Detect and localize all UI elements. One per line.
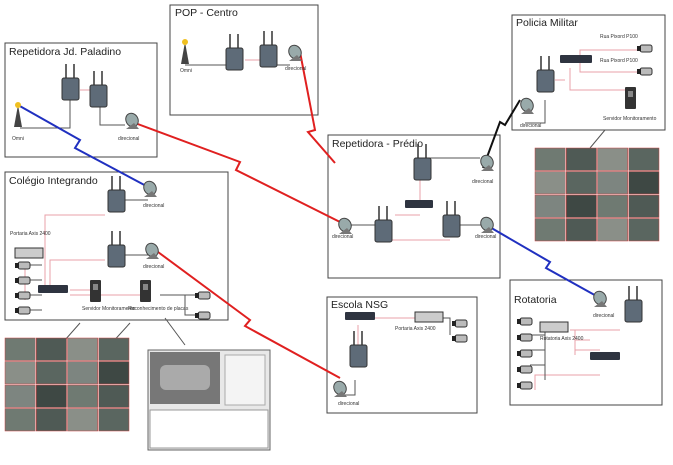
label-directional: direcional — [520, 123, 541, 129]
access-point-icon — [413, 144, 432, 181]
camera-icon — [15, 276, 31, 285]
video-server-icon — [414, 311, 444, 323]
directional-antenna-icon — [145, 242, 159, 259]
camera-icon — [517, 317, 533, 326]
directional-antenna-icon — [520, 97, 534, 114]
access-point-icon — [89, 71, 108, 108]
label-directional: direcional — [143, 264, 164, 270]
site-title: Escola NSG — [331, 299, 388, 311]
link-policia-predio — [482, 99, 521, 169]
switch-icon — [590, 352, 620, 360]
access-point-icon — [536, 56, 555, 93]
label-directional: direcional — [332, 234, 353, 240]
wireless-links — [17, 51, 601, 379]
site-title: Policia Militar — [516, 17, 578, 29]
site-rotatoria: Rotatoria — [509, 279, 663, 406]
switch-icon — [38, 285, 68, 293]
camera-icon — [452, 319, 468, 328]
label-server: Servidor Monitoramento — [82, 306, 136, 312]
site-title: POP - Centro — [175, 7, 238, 19]
link-paladino-colegio — [17, 104, 151, 189]
label-camera: Rua Pixord P100 — [600, 34, 638, 40]
directional-antenna-icon — [480, 154, 494, 171]
devices — [14, 31, 653, 397]
label-omni: Omni — [12, 136, 24, 142]
directional-antenna-icon — [288, 44, 302, 61]
access-point-icon — [107, 176, 126, 213]
camera-icon — [517, 333, 533, 342]
switch-icon — [560, 55, 592, 63]
camera-icon — [637, 44, 653, 53]
directional-antenna-icon — [593, 290, 607, 307]
monitoring-screenshots — [4, 147, 660, 451]
label-directional: direcional — [475, 234, 496, 240]
camera-icon — [15, 261, 31, 270]
label-lpr: Reconhecimento de placas — [128, 306, 189, 312]
internal-wiring — [20, 49, 640, 396]
server-icon — [90, 280, 101, 302]
site-repetidora-paladino: Repetidora Jd. Paladino — [4, 42, 158, 158]
access-point-icon — [374, 206, 393, 243]
label-directional: direcional — [593, 313, 614, 319]
pointer-lines — [64, 129, 606, 346]
label-directional: direcional — [285, 66, 306, 72]
label-omni: Omni — [180, 68, 192, 74]
video-server-icon — [14, 247, 44, 259]
directional-antenna-icon — [338, 217, 352, 234]
site-title: Rotatoria — [514, 294, 557, 306]
label-camera: Rua Pixord P100 — [600, 58, 638, 64]
label-server: Servidor Monitoramento — [603, 116, 657, 122]
camera-icon — [15, 306, 31, 315]
camera-icon — [517, 349, 533, 358]
access-point-icon — [442, 201, 461, 238]
directional-antenna-icon — [125, 112, 139, 129]
policia-monitor-screenshot — [534, 147, 660, 242]
omni-antenna-icon — [181, 39, 189, 64]
access-point-icon — [624, 286, 643, 323]
access-point-icon — [225, 34, 244, 71]
label-directional: direcional — [472, 179, 493, 185]
video-server-icon — [539, 321, 569, 333]
link-pop-predio — [299, 51, 336, 164]
camera-icon — [195, 291, 211, 300]
link-predio-rotatoria — [487, 225, 601, 299]
link-paladino-predio — [134, 122, 341, 223]
label-dvr: Portaria Axis 2400 — [395, 326, 436, 332]
camera-icon — [452, 334, 468, 343]
directional-antenna-icon — [143, 180, 157, 197]
site-title: Repetidora Jd. Paladino — [9, 46, 121, 58]
camera-icon — [517, 365, 533, 374]
colegio-monitor-screenshot — [4, 337, 130, 432]
access-point-icon — [259, 31, 278, 68]
device-labels: Omni direcional Omni direcional Rua Pixo… — [10, 34, 657, 407]
switch-icon — [405, 200, 433, 208]
label-directional: direcional — [338, 401, 359, 407]
label-dvr: Rotatoria Axis 2400 — [540, 336, 584, 342]
server-icon — [140, 280, 151, 302]
omni-antenna-icon — [14, 102, 22, 127]
site-title: Repetidora - Prédio — [332, 138, 423, 150]
label-directional: direcional — [118, 136, 139, 142]
camera-icon — [517, 381, 533, 390]
camera-icon — [15, 291, 31, 300]
site-title: Colégio Integrando — [9, 175, 98, 187]
server-icon — [625, 87, 636, 109]
label-dvr: Portaria Axis 2400 — [10, 231, 51, 237]
access-point-icon — [349, 331, 368, 368]
access-point-icon — [107, 231, 126, 268]
directional-antenna-icon — [480, 216, 494, 233]
switch-icon — [345, 312, 375, 320]
label-directional: direcional — [143, 203, 164, 209]
access-point-icon — [61, 64, 80, 101]
camera-icon — [637, 67, 653, 76]
camera-icon — [195, 311, 211, 320]
directional-antenna-icon — [333, 380, 347, 397]
link-colegio-escola — [157, 251, 341, 379]
plate-recognition-screenshot — [147, 349, 271, 451]
